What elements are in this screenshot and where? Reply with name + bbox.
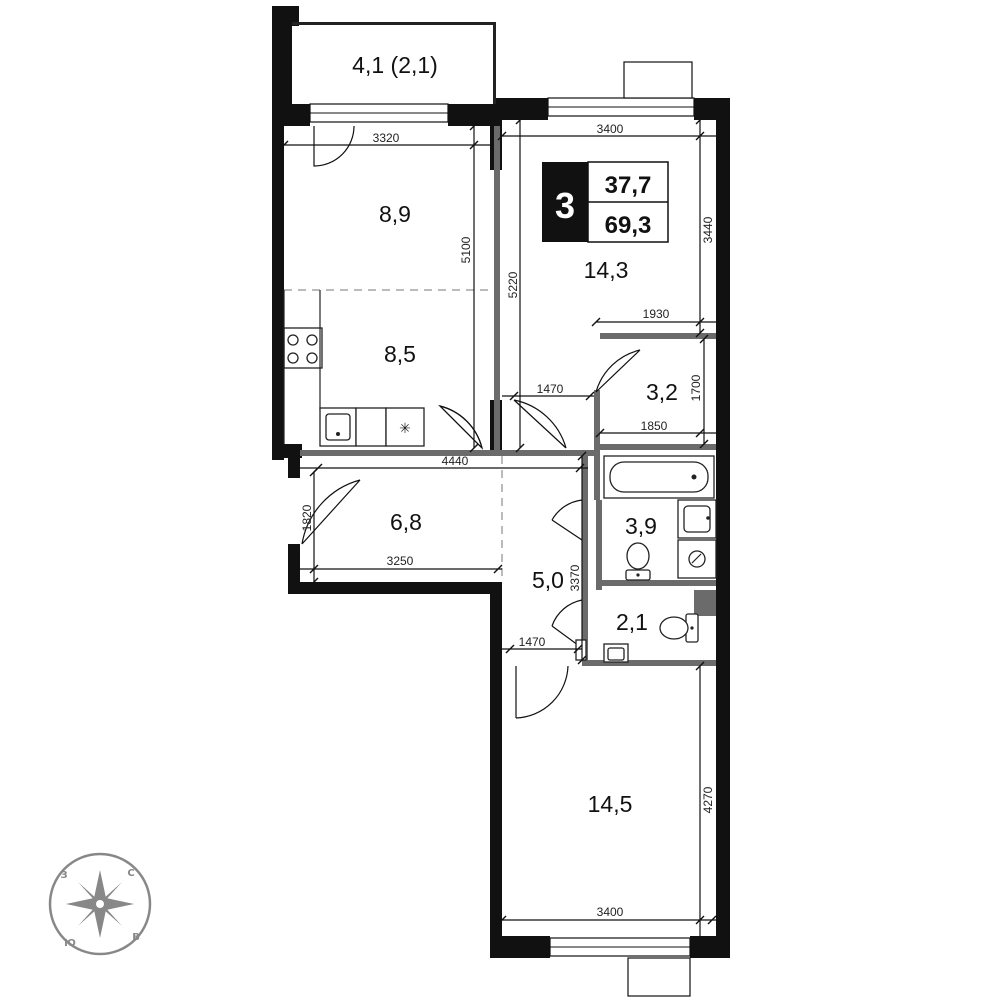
partitions [284,126,716,666]
fridge-icon: ✳ [399,421,411,437]
wall-left-upper [272,104,284,460]
door-room-right [513,399,567,449]
compass-north: С [127,868,134,879]
dim-top-left-height: 5100 [459,236,473,263]
door-balcony [313,125,355,167]
wall-right [716,98,730,958]
windows [309,61,695,997]
living-area-value: 37,7 [605,172,652,199]
wall-left-lower [490,582,502,958]
burner [306,352,318,364]
partition [494,126,500,450]
partition [596,580,716,586]
dim-bottom-room-height: 4270 [701,786,715,813]
compass-east: В [132,932,140,943]
partition [694,590,716,616]
dim-storage-width-bottom: 1850 [641,419,668,433]
dim-door-width-bottom: 1470 [519,635,546,649]
dim-storage-height: 1700 [689,374,703,401]
partition [600,333,716,339]
shaft-bottom [627,957,691,997]
wall-left-hall [288,544,300,594]
door-bathroom [551,499,583,541]
burner [287,334,299,346]
balcony: 4,1 (2,1) [272,6,496,126]
burner [306,334,318,346]
dim-hall-length: 4440 [442,454,469,468]
dim-hall-height: 1820 [300,504,314,531]
door-storage [595,349,641,393]
partition [596,500,602,590]
room-labels: 8,9 8,5 14,3 3,2 6,8 3,9 5,0 2,1 14,5 [379,201,678,817]
dim-hall-width: 3250 [387,554,414,568]
room-area-top-right: 14,3 [584,257,629,283]
partition [582,450,588,660]
compass-south: Ю [64,938,76,949]
counter [355,407,387,447]
shaft-top [623,61,693,99]
corridor-area: 5,0 [532,567,564,593]
wall-bottom-hall [288,582,502,594]
balcony-rail-top [292,22,496,25]
room-area-top-left: 8,9 [379,201,411,227]
rooms-badge-bg [542,162,588,242]
wall-segment [448,104,496,126]
total-area-value: 69,3 [605,212,652,239]
dim-top-left-width: 3320 [373,131,400,145]
doors [301,125,641,719]
partition [300,450,600,456]
bathroom-area: 3,9 [625,513,657,539]
fixtures: ✳ [283,290,717,663]
wall-segment [288,448,300,478]
dim-bottom-room-width: 3400 [597,905,624,919]
kitchen-area: 8,5 [384,341,416,367]
dimension-lines: 3320 5100 3400 3440 5220 1930 1700 [279,115,717,936]
partition [594,444,716,450]
compass-rose-icon [66,870,134,938]
compass: С З Ю В [48,852,152,956]
dim-top-right-height-2: 5220 [506,271,520,298]
fridge [385,407,425,447]
wall-segment [496,98,548,120]
balcony-wall-left [272,6,292,126]
door-entrance [301,479,361,545]
partition [582,660,716,666]
hall-area: 6,8 [390,509,422,535]
outer-walls [272,98,730,958]
washing-machine [677,539,717,579]
apartment-badge: 3 37,7 69,3 [542,161,669,243]
dim-corridor-height: 3370 [568,564,582,591]
rooms-count: 3 [555,185,575,226]
dim-storage-width-top: 1930 [643,307,670,321]
dim-top-right-width: 3400 [597,122,624,136]
compass-west: З [60,870,67,881]
room-area-bottom: 14,5 [588,791,633,817]
balcony-rail-right [493,22,496,104]
door-room-bottom [515,665,569,719]
dim-door-width-top: 1470 [537,382,564,396]
dim-top-right-height-1: 3440 [701,216,715,243]
burner [287,352,299,364]
toilet-area: 2,1 [616,609,648,635]
wall-segment [490,936,550,958]
toilet-bathroom [626,542,650,570]
wall-segment [694,98,730,120]
balcony-area-label: 4,1 (2,1) [352,52,438,78]
storage-area: 3,2 [646,379,678,405]
